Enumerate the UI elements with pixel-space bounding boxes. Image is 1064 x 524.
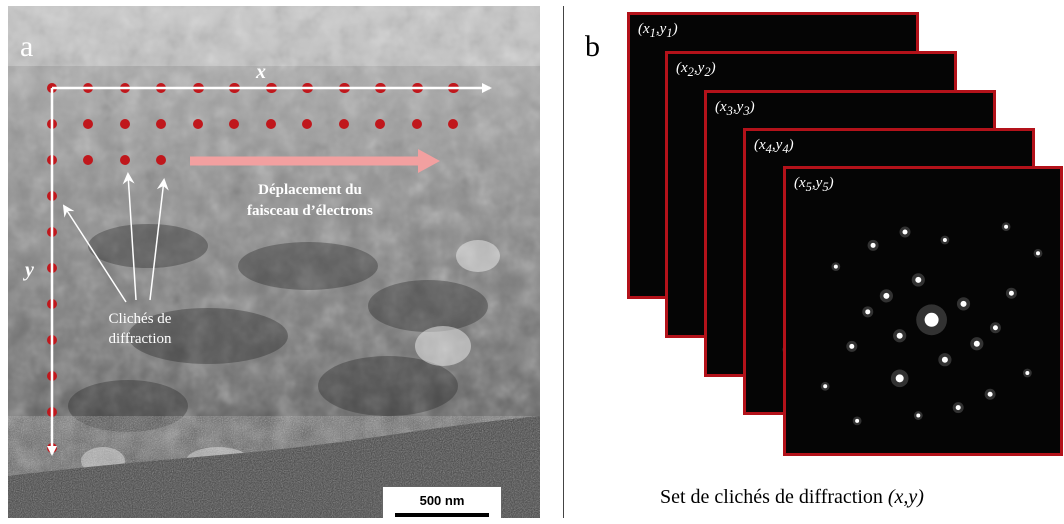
diffraction-spot [833, 264, 838, 269]
panel-divider [563, 6, 564, 518]
diffraction-spot [865, 309, 871, 315]
scan-point [156, 119, 166, 129]
diffraction-spot [916, 413, 921, 418]
scan-point [229, 119, 239, 129]
scan-point [375, 119, 385, 129]
diffraction-spot [870, 242, 876, 248]
beam-label-line1: Déplacement du [258, 182, 362, 198]
beam-label-line2: faisceau d’électrons [247, 203, 373, 219]
diffraction-spot [915, 276, 922, 283]
diffraction-spot [955, 405, 961, 411]
scan-point [120, 119, 130, 129]
pattern-label-2: (x2,y2) [676, 60, 716, 79]
diffraction-spot [823, 384, 828, 389]
x-axis-label: x [255, 61, 266, 83]
scan-point [193, 119, 203, 129]
caption-math: (x,y) [887, 486, 924, 508]
scan-point [412, 119, 422, 129]
diffraction-spot [941, 356, 948, 363]
pointer-arrow-1 [62, 204, 127, 303]
pointer-arrow-2 [122, 172, 137, 301]
tem-micrograph-panel: x y Déplacement du faisceau d’électrons … [8, 6, 540, 518]
scan-point [302, 119, 312, 129]
diffraction-spot [1008, 290, 1014, 296]
diffraction-spot [942, 238, 947, 242]
patterns-label-line1: Clichés de [109, 311, 172, 327]
scan-grid [47, 83, 459, 453]
scan-point [448, 119, 458, 129]
panel-letter-a: a [20, 30, 34, 63]
diffraction-spot [895, 374, 904, 383]
panel-b-caption: Set de clichés de diffraction (x,y) [660, 486, 1060, 509]
panel-letter-b: b [585, 30, 600, 63]
pattern-label-1: (x1,y1) [638, 21, 678, 40]
scan-point [120, 155, 130, 165]
diffraction-spot [987, 391, 993, 397]
pattern-label-3: (x3,y3) [715, 99, 755, 118]
diffraction-spot [924, 312, 939, 327]
scan-point [156, 155, 166, 165]
diffraction-spot [902, 229, 908, 235]
pattern-label-5: (x5,y5) [794, 175, 834, 194]
diffraction-spot [883, 292, 890, 299]
diffraction-spot [849, 343, 855, 349]
diffraction-spot [992, 325, 998, 331]
diffraction-spot [973, 340, 980, 347]
scale-bar-label: 500 nm [419, 493, 465, 508]
caption-text: Set de clichés de diffraction [660, 486, 888, 508]
scan-point [83, 119, 93, 129]
pointer-arrow-3 [149, 178, 169, 301]
scan-point [266, 119, 276, 129]
scan-point [83, 155, 93, 165]
pattern-label-4: (x4,y4) [754, 137, 794, 156]
diffraction-spot [1036, 251, 1040, 256]
diffraction-spot [960, 300, 967, 307]
diffraction-spot [896, 332, 903, 339]
diffraction-pattern-5: (x5,y5) [783, 166, 1063, 456]
diffraction-spot [1004, 224, 1009, 229]
micrograph-image: x y Déplacement du faisceau d’électrons … [8, 6, 540, 518]
scale-bar-box: 500 nm [382, 486, 502, 518]
scale-bar [395, 513, 489, 517]
y-axis-label: y [23, 259, 34, 281]
scan-point [339, 119, 349, 129]
diffraction-spot [855, 418, 860, 423]
diffraction-spot [1025, 371, 1030, 375]
patterns-label-line2: diffraction [108, 331, 172, 347]
